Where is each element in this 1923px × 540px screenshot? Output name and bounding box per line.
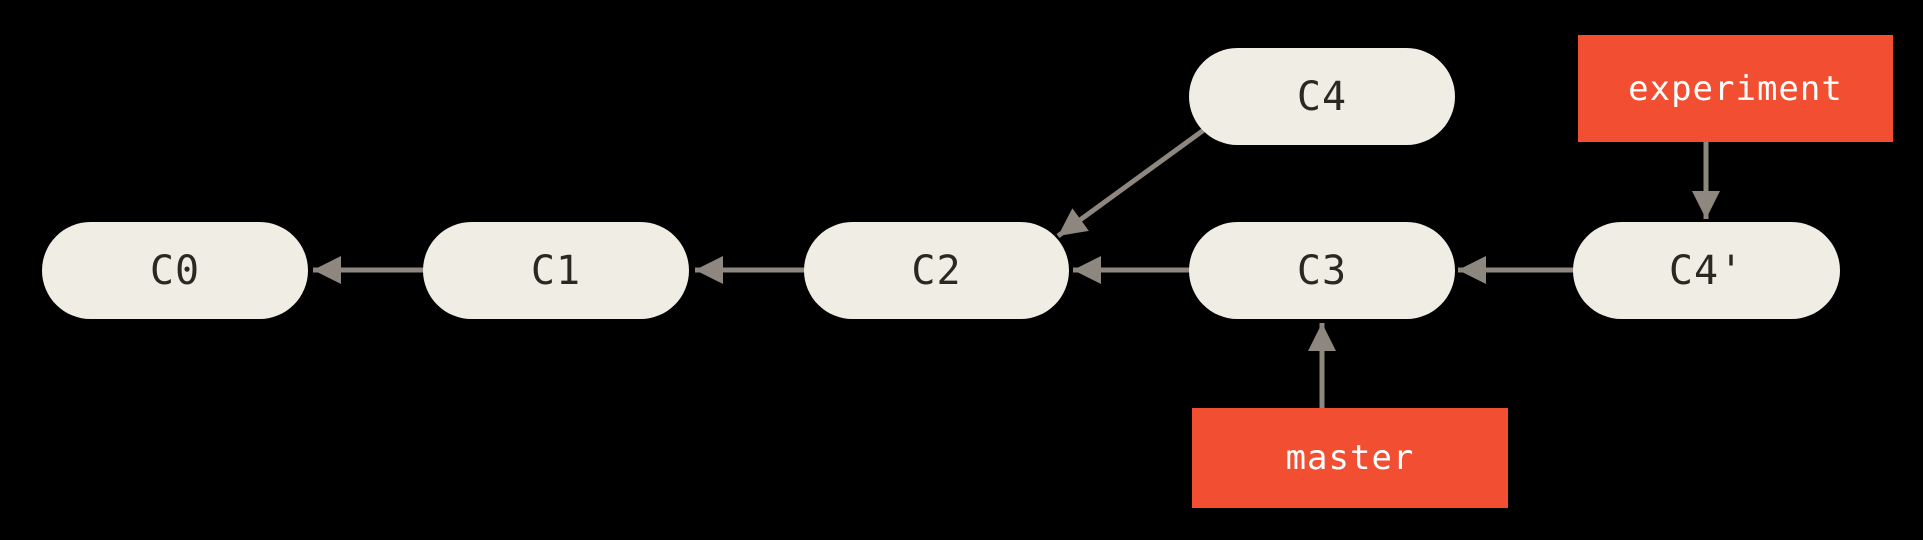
arrow-c4-to-c2 [1056,121,1214,239]
branch-label-experiment-text: experiment [1628,68,1843,109]
commit-label-c2: C2 [911,247,962,294]
commit-node-c2: C2 [804,222,1069,319]
commit-node-c1: C1 [423,222,689,319]
commit-label-c4-prime: C4' [1668,247,1745,294]
branch-label-master-text: master [1285,438,1415,478]
commit-label-c4: C4 [1296,73,1348,120]
commit-label-c3: C3 [1296,247,1348,294]
commit-node-c0: C0 [42,222,308,319]
branch-label-experiment: experiment [1578,35,1893,142]
commit-node-c4: C4 [1189,48,1455,145]
commit-node-c3: C3 [1189,222,1455,319]
commit-node-c4-prime: C4' [1573,222,1840,319]
commit-label-c1: C1 [530,247,582,294]
branch-label-master: master [1192,408,1508,508]
commit-label-c0: C0 [149,247,201,294]
